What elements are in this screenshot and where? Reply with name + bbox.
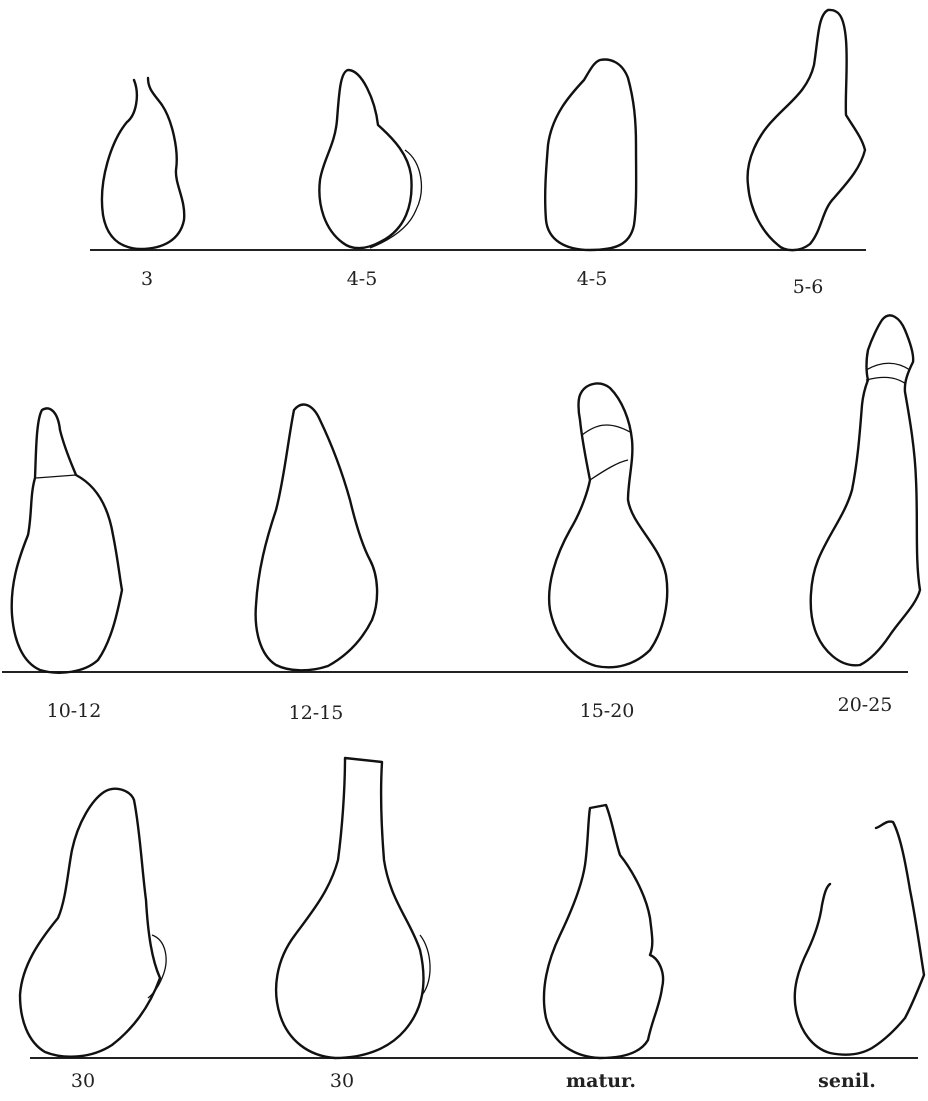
specimen-outline-4-5-b [545, 60, 636, 250]
specimen-outline-10-12 [12, 408, 122, 672]
specimen-segment-15-20-b [590, 460, 628, 480]
specimen-label: 20-25 [838, 694, 893, 716]
specimen-segment-15-20-a [582, 425, 630, 435]
specimen-outline-5-6 [748, 10, 865, 250]
specimen-outline-matur [544, 805, 663, 1058]
specimen-label: 15-20 [580, 700, 635, 722]
specimen-label: 3 [141, 268, 153, 290]
specimen-outline-30-b [276, 758, 423, 1058]
specimen-attachment-4-5-a [370, 150, 421, 248]
specimen-label: 12-15 [289, 702, 344, 724]
specimen-outline-30-a [20, 789, 160, 1057]
specimen-label: senil. [818, 1070, 876, 1092]
specimen-outline-senil [795, 822, 924, 1055]
specimen-segment-20-25-a [866, 363, 910, 370]
specimen-label: 10-12 [47, 700, 102, 722]
specimen-segment-20-25-b [866, 377, 906, 384]
specimen-outline-4-5-a [319, 70, 411, 248]
specimen-outline-3 [102, 78, 184, 249]
specimen-label: 4-5 [577, 268, 608, 290]
specimen-label: matur. [566, 1070, 636, 1092]
specimen-outline-12-15 [256, 405, 377, 671]
specimen-outline-15-20 [549, 384, 667, 668]
specimen-label: 5-6 [793, 276, 824, 298]
specimen-outline-20-25 [811, 315, 920, 665]
specimen-label: 30 [71, 1070, 95, 1092]
specimen-segment-10-12 [36, 475, 76, 478]
specimen-label: 30 [330, 1070, 354, 1092]
specimen-label: 4-5 [347, 268, 378, 290]
